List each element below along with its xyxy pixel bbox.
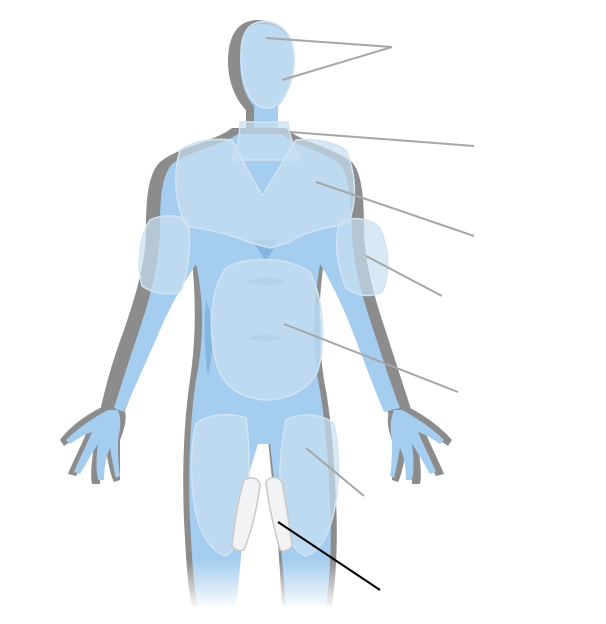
feet-fade [180,560,350,610]
inner-thigh-right-region[interactable] [265,476,293,552]
inner-thigh-left-region[interactable] [231,477,261,552]
left-hand-skin [66,410,121,480]
body-regions [138,20,389,557]
leader-line-chest [315,181,475,237]
leader-line-upper-arm [365,255,443,297]
leader-line-face-lower [281,46,393,81]
right-hand-skin [390,410,444,480]
left-oblique [204,300,213,376]
face-region[interactable] [240,20,296,109]
leader-lines [265,37,475,497]
upper-arm-right-region[interactable] [335,217,389,297]
abdomen-region[interactable] [210,258,324,401]
leader-line-inner-thigh [277,521,381,591]
leader-line-abdomen [283,323,459,393]
inner-thigh-regions [231,476,293,552]
leader-line-neck [289,131,475,147]
leader-line-thigh [305,447,365,497]
leader-line-face-upper [265,37,393,48]
upper-arm-left-region[interactable] [138,215,191,295]
